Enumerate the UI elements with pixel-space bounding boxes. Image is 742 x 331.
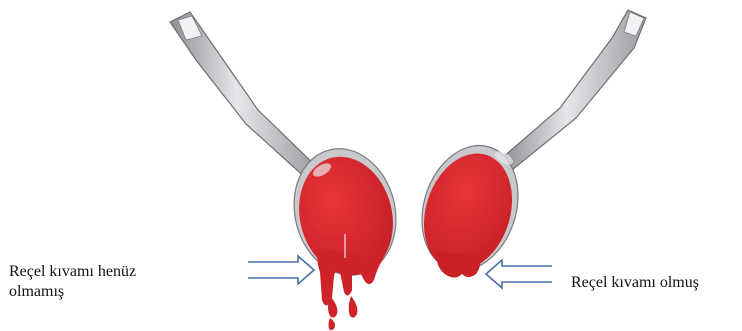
spoon-left-icon [170, 12, 409, 330]
label-set: Reçel kıvamı olmuş [571, 273, 699, 293]
label-not-set: Reçel kıvamı henüz olmamış [9, 262, 136, 302]
arrow-left-icon [486, 260, 552, 288]
label-not-set-line2: olmamış [9, 282, 136, 302]
arrow-right-icon [248, 256, 314, 284]
label-not-set-line1: Reçel kıvamı henüz [9, 262, 136, 282]
spoon-right-icon [406, 10, 646, 283]
